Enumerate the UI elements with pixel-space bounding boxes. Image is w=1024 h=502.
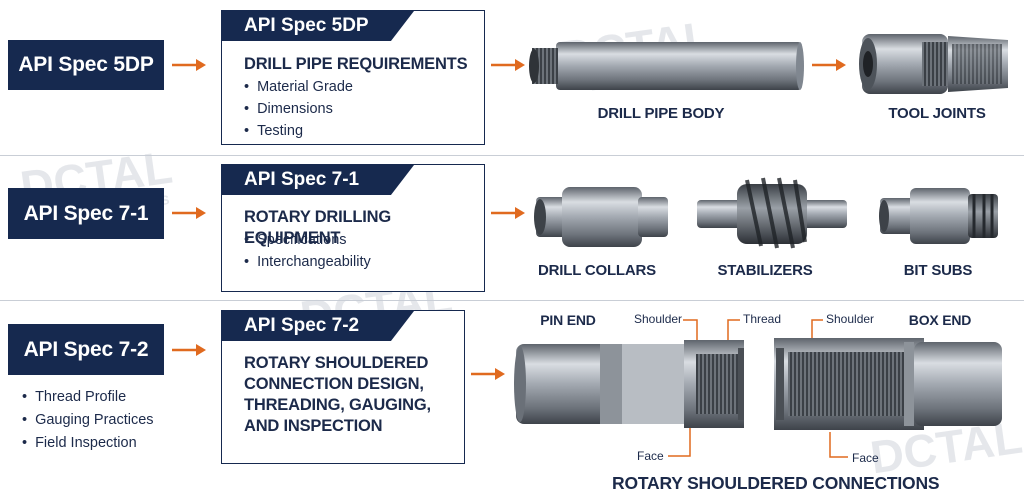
list-item: Thread Profile [22, 386, 154, 409]
caption-bit-subs: BIT SUBS [903, 262, 973, 279]
heading-line: CONNECTION DESIGN, [244, 375, 424, 393]
list-item: Specifications [244, 229, 371, 251]
caption-drill-collars: DRILL COLLARS [538, 262, 656, 279]
card-list: Specifications Interchangeability [244, 229, 371, 273]
card-tab: API Spec 7-1 [222, 165, 414, 195]
drill-pipe-body-image [529, 42, 804, 90]
list-item: Material Grade [244, 76, 353, 98]
stabilizers-image [697, 177, 847, 249]
caption-rotary-shouldered-connections: ROTARY SHOULDERED CONNECTIONS [612, 473, 940, 493]
list-item: Interchangeability [244, 251, 371, 273]
spec-card-7-1: API Spec 7-1 ROTARY DRILLING EQUIPMENT S… [221, 164, 485, 292]
spec-card-5dp: API Spec 5DP DRILL PIPE REQUIREMENTS Mat… [221, 10, 485, 145]
side-list: Thread Profile Gauging Practices Field I… [22, 386, 154, 455]
list-item: Field Inspection [22, 432, 154, 455]
row-divider [0, 155, 1024, 156]
list-item: Dimensions [244, 98, 353, 120]
spec-card-7-2: API Spec 7-2 ROTARY SHOULDERED CONNECTIO… [221, 310, 465, 464]
label-shoulder-left: Shoulder [634, 312, 683, 326]
card-heading: DRILL PIPE REQUIREMENTS [244, 55, 468, 73]
label-pin-end: PIN END [540, 312, 596, 328]
card-tab: API Spec 5DP [222, 11, 414, 41]
arrow-right-icon [491, 207, 525, 219]
spec-tag-5dp: API Spec 5DP [8, 40, 164, 90]
list-item: Testing [244, 120, 353, 142]
label-shoulder-right: Shoulder [826, 312, 875, 326]
label-thread: Thread [743, 312, 782, 326]
caption-stabilizers: STABILIZERS [717, 262, 813, 279]
arrow-right-icon [172, 59, 206, 71]
drill-collars-image [534, 187, 668, 247]
box-end-cross-section-image [774, 338, 1002, 430]
arrow-right-icon [491, 59, 525, 71]
label-box-end: BOX END [908, 312, 972, 328]
arrow-right-icon [172, 207, 206, 219]
heading-line: THREADING, GAUGING, [244, 396, 431, 414]
bit-subs-image [879, 188, 998, 244]
arrow-right-icon [172, 344, 206, 356]
card-tab: API Spec 7-2 [222, 311, 414, 341]
row-divider [0, 300, 1024, 301]
pin-end-cross-section-image [514, 340, 744, 428]
caption-tool-joints: TOOL JOINTS [888, 105, 986, 122]
card-heading: ROTARY SHOULDERED CONNECTION DESIGN, THR… [244, 353, 431, 437]
heading-line: AND INSPECTION [244, 417, 383, 435]
arrow-right-icon [471, 368, 505, 380]
spec-tag-7-1: API Spec 7-1 [8, 188, 164, 239]
card-list: Material Grade Dimensions Testing [244, 76, 353, 142]
caption-drill-pipe-body: DRILL PIPE BODY [597, 105, 725, 122]
tool-joints-image [859, 34, 1008, 94]
label-face-right: Face [852, 451, 879, 465]
heading-line: ROTARY SHOULDERED [244, 354, 429, 372]
list-item: Gauging Practices [22, 409, 153, 432]
label-face-left: Face [637, 449, 664, 463]
arrow-right-icon [812, 59, 846, 71]
spec-tag-7-2: API Spec 7-2 [8, 324, 164, 375]
